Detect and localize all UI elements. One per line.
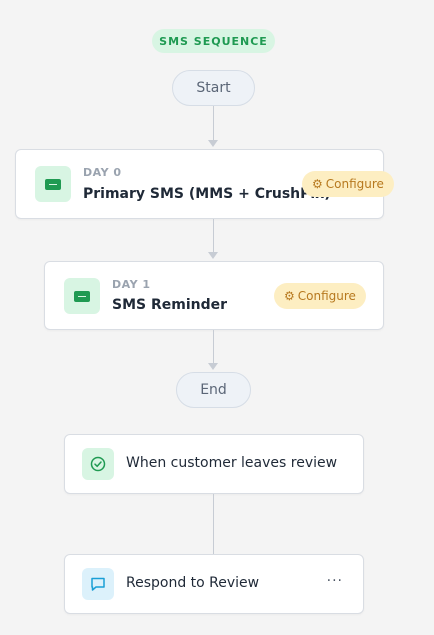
connector-line (213, 106, 214, 140)
configure-label: Configure (325, 177, 384, 191)
step-day-label: DAY 0 (83, 166, 122, 179)
step-card-day-1[interactable]: DAY 1 SMS Reminder ⚙ Configure (44, 261, 384, 330)
start-node[interactable]: Start (172, 70, 255, 106)
connector-arrow (208, 363, 218, 370)
connector-arrow (208, 140, 218, 147)
configure-button[interactable]: ⚙ Configure (274, 283, 366, 309)
gear-icon: ⚙ (284, 289, 295, 303)
connector-line (213, 330, 214, 363)
chat-bubble-icon (82, 568, 114, 600)
step-card-day-0[interactable]: DAY 0 Primary SMS (MMS + CrushPix) ⚙ Con… (15, 149, 394, 219)
sms-icon (35, 166, 71, 202)
trigger-card[interactable]: When customer leaves review (64, 434, 364, 494)
sequence-type-badge: SMS SEQUENCE (152, 29, 275, 53)
trigger-label: When customer leaves review (126, 455, 338, 471)
respond-card[interactable]: Respond to Review ··· (64, 554, 364, 614)
connector-arrow (208, 252, 218, 259)
gear-icon: ⚙ (312, 177, 323, 191)
step-title: SMS Reminder (112, 297, 228, 313)
sms-icon (64, 278, 100, 314)
more-options-button[interactable]: ··· (326, 573, 343, 589)
step-day-label: DAY 1 (112, 278, 151, 291)
configure-button[interactable]: ⚙ Configure (302, 171, 394, 197)
configure-label: Configure (297, 289, 356, 303)
step-title: Primary SMS (MMS + CrushPix) (83, 186, 331, 202)
connector-line (213, 219, 214, 252)
connector-line (213, 494, 214, 554)
respond-label: Respond to Review (126, 575, 260, 591)
check-circle-icon (82, 448, 114, 480)
end-node[interactable]: End (176, 372, 251, 408)
